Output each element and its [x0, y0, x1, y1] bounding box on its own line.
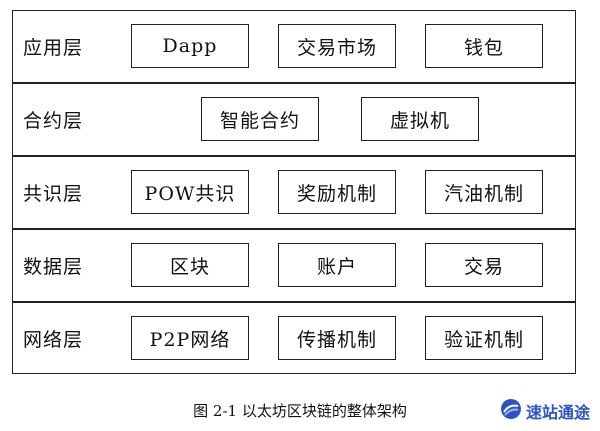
- component-box: 账户: [278, 243, 396, 287]
- swoosh-logo-icon: [500, 398, 522, 424]
- layer-application: 应用层 Dapp 交易市场 钱包: [12, 10, 576, 83]
- layer-contract: 合约层 智能合约 虚拟机: [12, 83, 576, 156]
- layer-label: 网络层: [23, 328, 84, 351]
- layer-label: 共识层: [23, 183, 84, 205]
- watermark-text: 速站通途: [526, 403, 591, 422]
- component-box: Dapp: [131, 24, 249, 68]
- layer-data: 数据层 区块 账户 交易: [12, 229, 576, 302]
- watermark-logo: 速站通途: [500, 398, 590, 424]
- component-box: 交易市场: [278, 24, 396, 68]
- figure-caption: 图 2-1 以太坊区块链的整体架构: [193, 402, 407, 420]
- layer-label: 应用层: [23, 37, 84, 59]
- component-box: POW共识: [131, 170, 249, 214]
- component-box: 奖励机制: [278, 170, 396, 214]
- component-box: 区块: [131, 243, 249, 287]
- layer-network: 网络层 P2P网络 传播机制 验证机制: [12, 302, 576, 374]
- layer-label: 合约层: [23, 110, 84, 132]
- component-box: 验证机制: [425, 316, 543, 360]
- component-box: 传播机制: [278, 316, 396, 360]
- layer-label: 数据层: [23, 256, 84, 278]
- component-box: P2P网络: [131, 316, 249, 360]
- component-box: 钱包: [425, 24, 543, 68]
- component-box: 虚拟机: [361, 97, 479, 141]
- layer-consensus: 共识层 POW共识 奖励机制 汽油机制: [12, 156, 576, 229]
- component-box: 智能合约: [201, 97, 319, 141]
- component-box: 交易: [425, 243, 543, 287]
- component-box: 汽油机制: [425, 170, 543, 214]
